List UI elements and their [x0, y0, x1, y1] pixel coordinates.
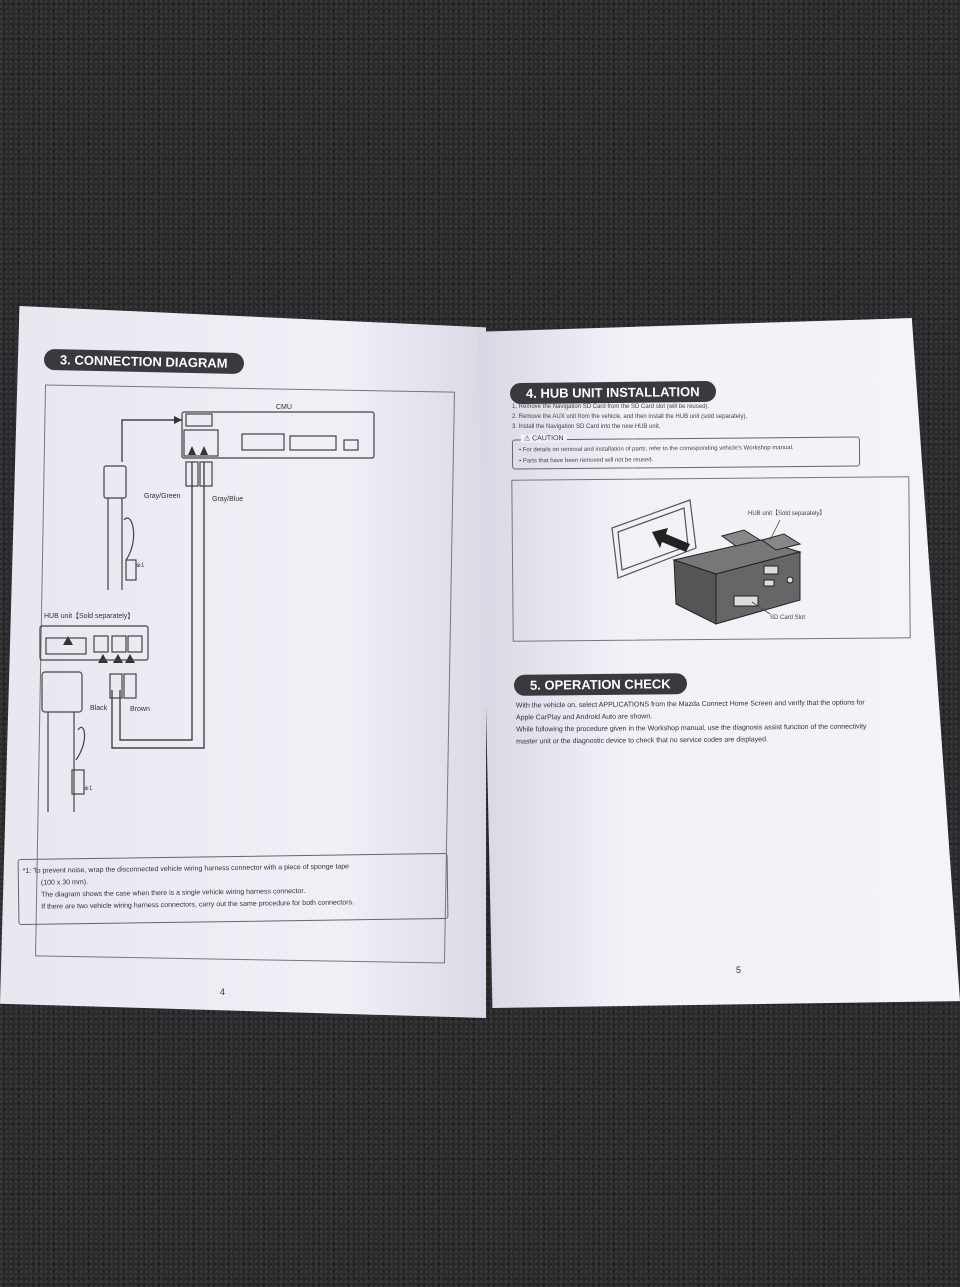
hub-unit-illustration-label: HUB unit【Sold separately】: [748, 511, 826, 517]
note-ref-top: ※1: [136, 563, 145, 569]
vehicle-harness-top: [103, 465, 137, 590]
right-page: [478, 318, 960, 1008]
hub-unit-body: [672, 529, 802, 625]
gray-blue-label: Gray/Blue: [212, 496, 244, 503]
operation-check-text: With the vehicle on, select APPLICATIONS…: [516, 697, 867, 748]
page-number-left: 4: [220, 987, 226, 997]
black-label: Black: [90, 705, 108, 712]
left-page: [0, 306, 486, 1018]
arrows: [63, 416, 208, 663]
note-ref-bottom: ※1: [84, 786, 93, 792]
insert-arrow: [652, 528, 690, 552]
gray-green-label: Gray/Green: [144, 493, 181, 500]
sd-card-slot-label: SD Card Slot: [770, 615, 806, 621]
connector-lines: [111, 419, 205, 749]
step-3: 3. Install the Navigation SD Card into t…: [512, 424, 661, 430]
step-1: 1. Remove the Navigation SD Card from th…: [512, 404, 710, 410]
hub-unit-label: HUB unit【Sold separately】: [44, 613, 135, 620]
vehicle-harness-bottom: [41, 671, 137, 812]
cmu-unit: [181, 411, 375, 459]
page-number-right: 5: [736, 965, 742, 975]
hub-unit: [39, 625, 149, 661]
gray-connectors: [185, 461, 213, 487]
step-2: 2. Remove the AUX unit from the vehicle,…: [512, 414, 748, 420]
section-title-operation-check: 5. OPERATION CHECK: [513, 673, 687, 696]
cmu-label: CMU: [276, 404, 292, 411]
brown-label: Brown: [130, 706, 150, 713]
